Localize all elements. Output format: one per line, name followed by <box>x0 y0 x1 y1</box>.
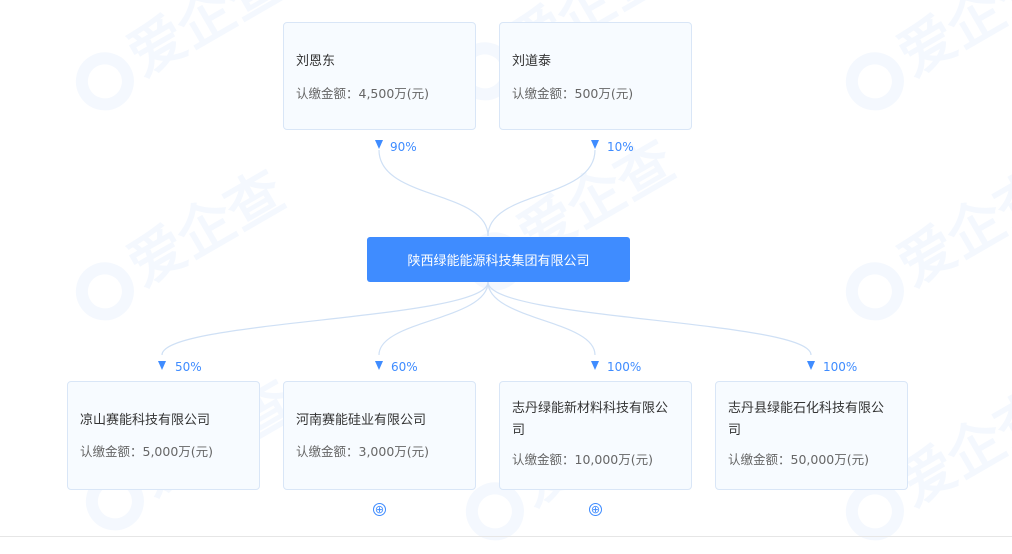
arrow-down-icon <box>807 361 815 370</box>
investment-name[interactable]: 凉山赛能科技有限公司 <box>80 413 211 428</box>
investment-ratio: 50% <box>175 360 202 374</box>
connector-line <box>378 281 489 356</box>
investment-name[interactable]: 志丹县绿能石化科技有限公司 <box>728 401 885 438</box>
investment-ratio: 60% <box>391 360 418 374</box>
connector-line <box>487 281 812 356</box>
expand-plus-icon[interactable]: ⊕ <box>373 503 386 516</box>
arrow-down-icon <box>591 361 599 370</box>
investment-name[interactable]: 志丹绿能新材料科技有限公司 <box>512 401 669 438</box>
divider <box>0 536 1012 537</box>
investment-amount: 认缴金额：10,000万(元) <box>512 452 653 467</box>
investment-ratio: 100% <box>823 360 858 374</box>
center-company[interactable]: 陕西绿能能源科技集团有限公司 <box>367 237 630 282</box>
shareholder-name[interactable]: 刘道泰 <box>512 54 552 69</box>
investment-amount: 认缴金额：3,000万(元) <box>296 444 430 459</box>
shareholder-name[interactable]: 刘恩东 <box>296 54 336 69</box>
investment-card[interactable]: 凉山赛能科技有限公司 认缴金额：5,000万(元) <box>67 381 260 490</box>
investment-ratio: 100% <box>607 360 642 374</box>
shareholder-card[interactable]: 刘恩东 认缴金额：4,500万(元) <box>283 22 476 130</box>
shareholder-amount: 认缴金额：4,500万(元) <box>296 86 430 101</box>
arrow-down-icon <box>375 361 383 370</box>
arrow-down-icon <box>591 140 599 149</box>
share-ratio: 10% <box>607 140 634 154</box>
shareholder-amount: 认缴金额：500万(元) <box>512 86 634 101</box>
investment-card[interactable]: 河南赛能硅业有限公司 认缴金额：3,000万(元) <box>283 381 476 490</box>
connector-lines <box>161 149 812 356</box>
connector-line <box>161 281 489 356</box>
expand-plus-icon[interactable]: ⊕ <box>589 503 602 516</box>
arrow-down-icon <box>375 140 383 149</box>
investment-amount: 认缴金额：5,000万(元) <box>80 444 214 459</box>
share-ratio: 90% <box>390 140 417 154</box>
shareholder-card[interactable]: 刘道泰 认缴金额：500万(元) <box>499 22 692 130</box>
connector-line <box>487 281 596 356</box>
connector-line <box>487 149 596 237</box>
investment-card[interactable]: 志丹县绿能石化科技有限公司 认缴金额：50,000万(元) <box>715 381 908 490</box>
investment-amount: 认缴金额：50,000万(元) <box>728 452 869 467</box>
connector-line <box>378 149 489 237</box>
arrow-down-icon <box>158 361 166 370</box>
investment-card[interactable]: 志丹绿能新材料科技有限公司 认缴金额：10,000万(元) <box>499 381 692 490</box>
investment-name[interactable]: 河南赛能硅业有限公司 <box>296 413 427 428</box>
